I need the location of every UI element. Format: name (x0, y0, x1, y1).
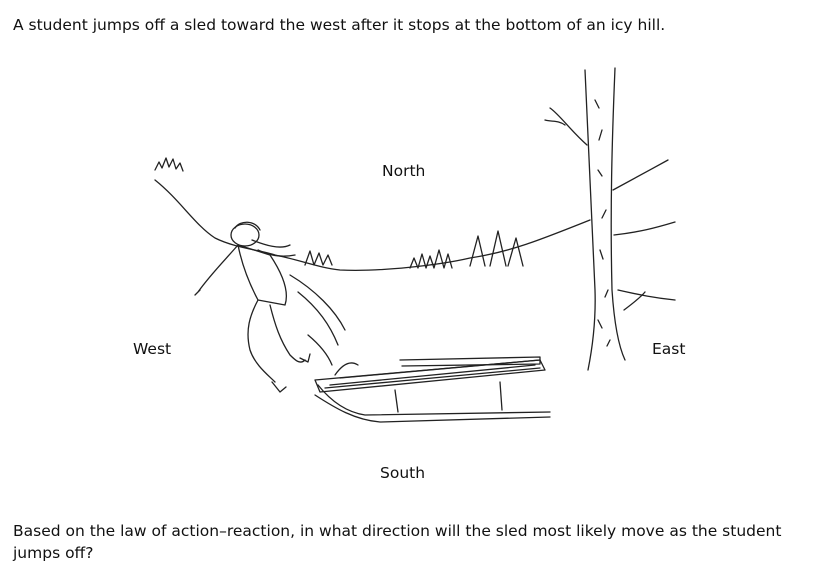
horizon-trees (304, 230, 524, 269)
compass-south-label: South (380, 464, 426, 482)
intro-text: A student jumps off a sled toward the we… (13, 16, 666, 34)
compass-north-label: North (382, 162, 426, 180)
shrub (154, 157, 184, 172)
compass-west-label: West (133, 340, 172, 358)
student-figure (194, 221, 311, 393)
tree-trunk (584, 67, 626, 371)
tree-branch-right (612, 159, 676, 311)
compass-east-label: East (652, 340, 686, 358)
hill-outline (154, 179, 591, 271)
tree-bark (594, 99, 611, 347)
sled-illustration (140, 60, 700, 460)
sled (314, 356, 551, 423)
tree-branch-left (544, 107, 588, 146)
motion-lines (289, 274, 346, 366)
question-text: Based on the law of action–reaction, in … (13, 522, 782, 562)
